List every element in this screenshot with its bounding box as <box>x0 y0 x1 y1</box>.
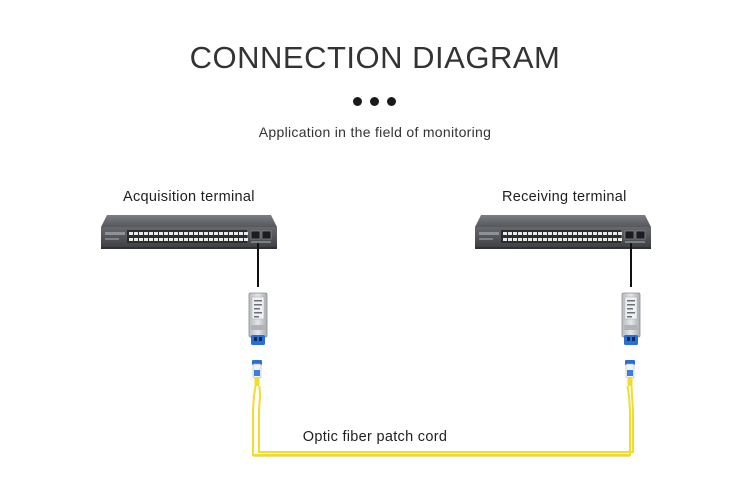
dot <box>353 97 362 106</box>
sfp-module-icon <box>621 292 641 346</box>
title-dots <box>353 97 397 107</box>
dot <box>387 97 396 106</box>
acquisition-terminal-label: Acquisition terminal <box>123 189 255 205</box>
diagram-subtitle: Application in the field of monitoring <box>258 124 492 140</box>
lc-connector-icon <box>251 359 263 387</box>
diagram-title: CONNECTION DIAGRAM <box>189 40 561 75</box>
receiving-terminal-label: Receiving terminal <box>502 189 627 205</box>
sfp-module-icon <box>248 292 268 346</box>
lc-connector-icon <box>624 359 636 387</box>
switch-icon <box>475 215 651 249</box>
dot <box>370 97 379 106</box>
fiber-cable-icon <box>252 385 634 456</box>
fiber-cord-label: Optic fiber patch cord <box>302 429 448 445</box>
switch-icon <box>101 215 277 249</box>
